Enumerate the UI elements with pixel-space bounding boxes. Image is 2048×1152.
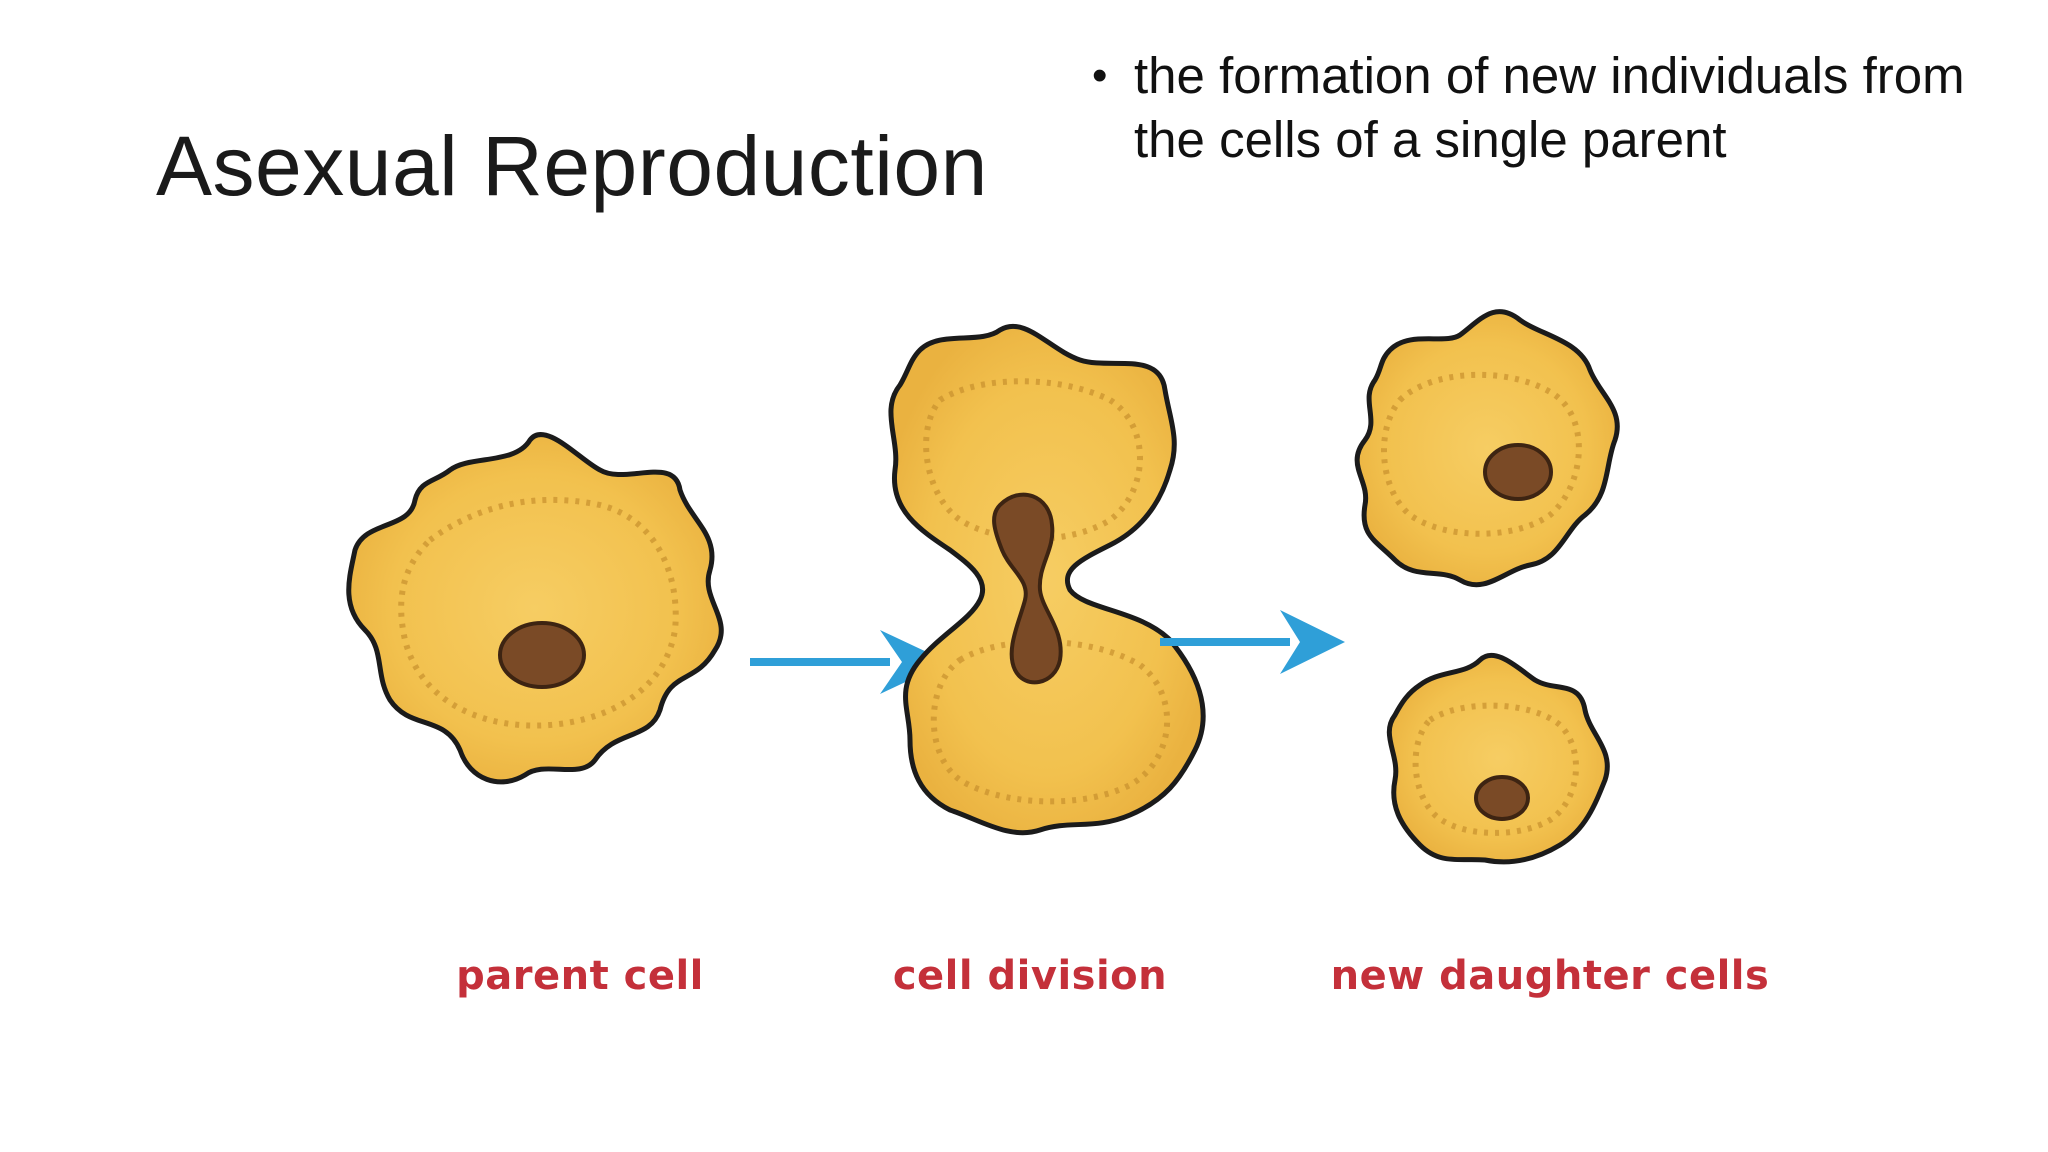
bullet-text: the formation of new individuals from th… bbox=[1134, 47, 1965, 168]
daughter-cell-bottom-membrane bbox=[1386, 652, 1610, 865]
daughter-cell-top bbox=[1354, 309, 1620, 588]
arrow-right-icon bbox=[750, 630, 948, 694]
arrow-right-icon bbox=[1160, 610, 1345, 674]
daughter-cell-bottom-nucleus bbox=[1474, 775, 1530, 821]
caption-new-daughter-cells: new daughter cells bbox=[1330, 953, 1770, 999]
slide-title: Asexual Reproduction bbox=[156, 119, 988, 213]
bullet-dot-icon: • bbox=[1092, 51, 1108, 100]
dividing-nucleus bbox=[992, 492, 1063, 685]
dividing-cell-membrane bbox=[888, 323, 1206, 836]
dividing-cell bbox=[888, 323, 1206, 836]
cell-division-diagram: parent cell cell division new daughter c… bbox=[280, 290, 1769, 1130]
parent-cell-nucleus bbox=[498, 621, 586, 689]
daughter-cell-top-membrane bbox=[1354, 309, 1620, 588]
bullet-item: • the formation of new individuals from … bbox=[1092, 44, 1992, 172]
daughter-cell-bottom bbox=[1386, 652, 1610, 865]
daughter-cell-top-nucleus bbox=[1483, 443, 1553, 501]
parent-cell-membrane bbox=[346, 432, 724, 785]
parent-cell bbox=[346, 432, 724, 785]
diagram-drawing bbox=[346, 309, 1620, 865]
caption-cell-division: cell division bbox=[892, 953, 1168, 999]
caption-parent-cell: parent cell bbox=[456, 953, 704, 999]
